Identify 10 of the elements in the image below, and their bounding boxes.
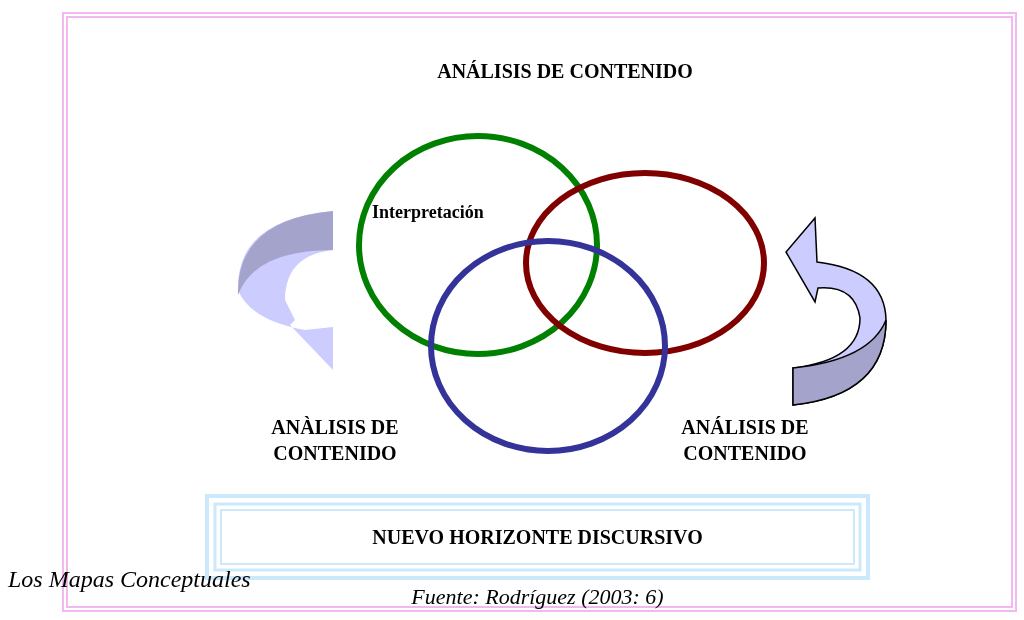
footer-text: Los Mapas Conceptuales: [8, 566, 251, 592]
diagram-title: ANÁLISIS DE CONTENIDO: [436, 59, 694, 84]
venn-circle: [523, 170, 767, 356]
source-caption: Fuente: Rodríguez (2003: 6): [410, 584, 665, 610]
circle-label: Interpretación: [372, 201, 484, 224]
side-label: ANÀLISIS DE CONTENIDO: [270, 415, 400, 466]
venn-circle: [356, 133, 600, 357]
side-label: ANÁLISIS DE CONTENIDO: [680, 415, 810, 466]
venn-circle: [428, 238, 668, 454]
box-title: NUEVO HORIZONTE DISCURSIVO: [371, 525, 704, 550]
